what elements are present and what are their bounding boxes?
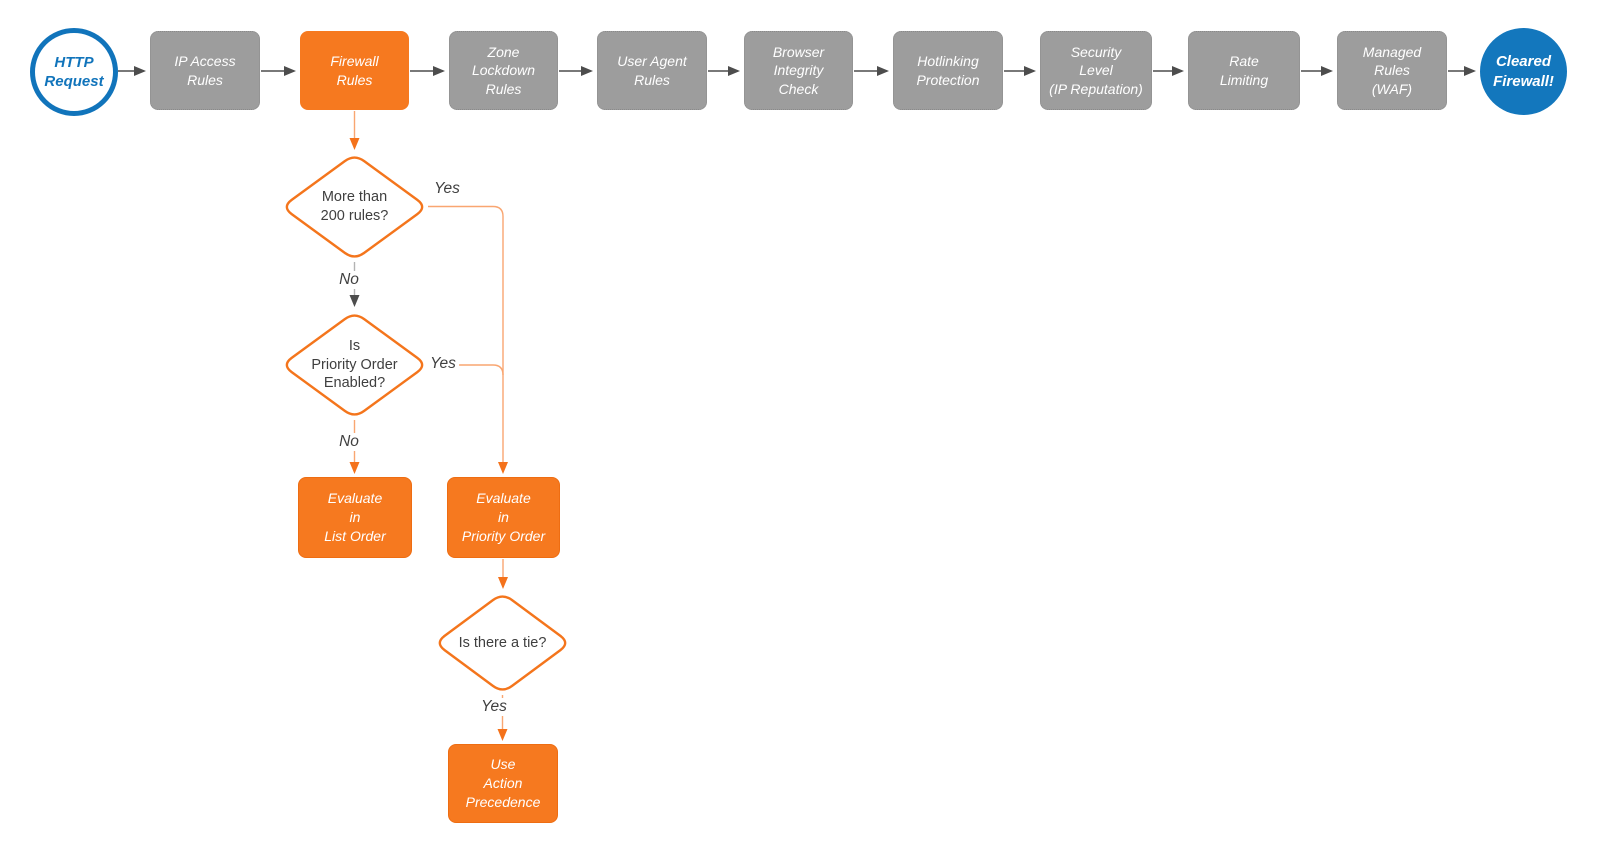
node-use-action-precedence: Use Action Precedence bbox=[448, 744, 558, 823]
node-ip-access-rules: IP Access Rules bbox=[150, 31, 260, 110]
node-hotlinking-protection: Hotlinking Protection bbox=[893, 31, 1003, 110]
decision-is-there-a-tie: Is there a tie? bbox=[458, 634, 547, 651]
decision-is-there-a-tie-shape bbox=[438, 595, 567, 691]
decision-priority-order-enabled: Is Priority Order Enabled? bbox=[311, 337, 398, 392]
edge-label-decision2-no: No bbox=[336, 433, 362, 451]
node-firewall-rules: Firewall Rules bbox=[300, 31, 409, 110]
edge-label-decision3-yes: Yes bbox=[478, 698, 510, 716]
edge-decision2-yes-join bbox=[428, 364, 504, 376]
node-browser-integrity-check: Browser Integrity Check bbox=[744, 31, 853, 110]
edge-decision1-yes-to-priorityorder bbox=[428, 205, 508, 474]
node-evaluate-in-priority-order: Evaluate in Priority Order bbox=[447, 477, 560, 558]
decision-more-than-200-rules-shape bbox=[285, 156, 424, 258]
edge-label-decision2-yes: Yes bbox=[427, 355, 459, 373]
node-cleared-firewall: Cleared Firewall! bbox=[1480, 28, 1567, 115]
node-zone-lockdown-rules: Zone Lockdown Rules bbox=[449, 31, 558, 110]
node-rate-limiting: Rate Limiting bbox=[1188, 31, 1300, 110]
subflow-arrows bbox=[349, 111, 508, 741]
decision-more-than-200-rules: More than 200 rules? bbox=[320, 189, 389, 224]
edge-label-decision1-yes: Yes bbox=[431, 180, 463, 198]
node-user-agent-rules: User Agent Rules bbox=[597, 31, 707, 110]
node-managed-rules-waf: Managed Rules (WAF) bbox=[1337, 31, 1447, 110]
edge-label-decision1-no: No bbox=[336, 271, 362, 289]
node-http-request: HTTP Request bbox=[30, 28, 118, 116]
node-security-level-ip-reputation: Security Level (IP Reputation) bbox=[1040, 31, 1152, 110]
node-evaluate-in-list-order: Evaluate in List Order bbox=[298, 477, 412, 558]
decision-priority-order-enabled-shape bbox=[285, 314, 424, 416]
